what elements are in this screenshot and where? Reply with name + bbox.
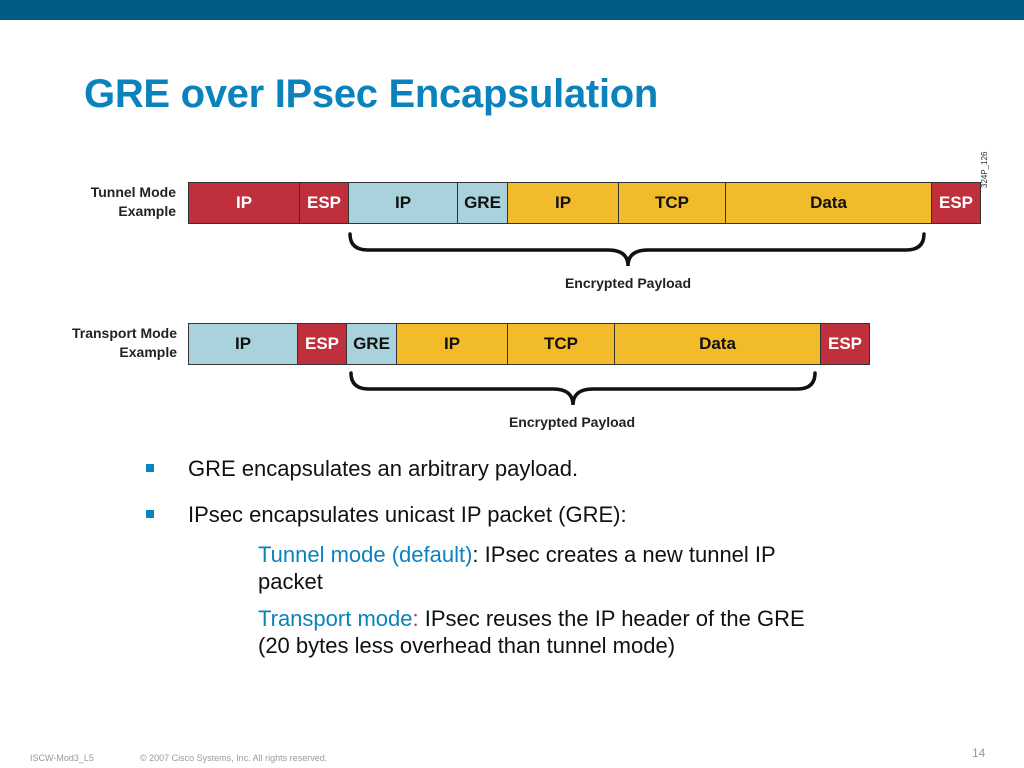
- sub-item-sep: :: [472, 542, 479, 567]
- tunnel-seg-outer-ip: IP: [188, 182, 300, 224]
- tunnel-seg-inner-ip: IP: [507, 182, 619, 224]
- tunnel-seg-esp-trailer: ESP: [931, 182, 981, 224]
- sub-item-transport-mode: Transport mode: IPsec reuses the IP head…: [140, 605, 818, 659]
- sub-item-text: IPsec creates a new tunnel IP packet: [258, 542, 776, 594]
- sub-item-tunnel-mode: Tunnel mode (default): IPsec creates a n…: [140, 541, 818, 595]
- tunnel-seg-esp-header: ESP: [299, 182, 349, 224]
- tunnel-encrypted-payload-label: Encrypted Payload: [564, 275, 692, 291]
- transport-mode-label-line2: Example: [119, 344, 177, 360]
- transport-seg-tcp: TCP: [507, 323, 615, 365]
- bullet-text: IPsec encapsulates unicast IP packet (GR…: [188, 502, 627, 527]
- tunnel-mode-label-line2: Example: [118, 203, 176, 219]
- sub-item-term: Tunnel mode (default): [258, 542, 473, 567]
- tunnel-seg-tunnel-ip: IP: [348, 182, 458, 224]
- transport-encrypted-payload-label: Encrypted Payload: [508, 414, 636, 430]
- bullet-list: GRE encapsulates an arbitrary payload. I…: [140, 455, 960, 675]
- transport-payload-brace: [349, 371, 817, 406]
- transport-seg-inner-ip: IP: [396, 323, 508, 365]
- transport-seg-data: Data: [614, 323, 821, 365]
- tunnel-mode-packet: IP ESP IP GRE IP TCP Data ESP: [188, 182, 981, 224]
- transport-mode-packet: IP ESP GRE IP TCP Data ESP: [188, 323, 870, 365]
- bullet-square-icon: [146, 510, 154, 518]
- bullet-item: IPsec encapsulates unicast IP packet (GR…: [140, 501, 960, 529]
- tunnel-seg-data: Data: [725, 182, 932, 224]
- footer-course: ISCW-Mod3_L5: [30, 753, 94, 763]
- bullet-item: GRE encapsulates an arbitrary payload.: [140, 455, 960, 483]
- transport-seg-ip: IP: [188, 323, 298, 365]
- tunnel-seg-gre: GRE: [457, 182, 508, 224]
- footer-copyright: © 2007 Cisco Systems, Inc. All rights re…: [140, 753, 328, 763]
- sub-item-term: Transport mode: [258, 606, 413, 631]
- tunnel-seg-tcp: TCP: [618, 182, 726, 224]
- figure-id: 324P_126: [980, 151, 989, 188]
- sub-item-sep: :: [412, 606, 419, 631]
- sub-item-text: IPsec reuses the IP header of the GRE (2…: [258, 606, 805, 658]
- tunnel-mode-label-line1: Tunnel Mode: [90, 184, 176, 200]
- bullet-square-icon: [146, 464, 154, 472]
- transport-seg-gre: GRE: [346, 323, 397, 365]
- page-number: 14: [972, 746, 986, 760]
- transport-mode-label: Transport Mode Example: [7, 324, 177, 362]
- slide-title: GRE over IPsec Encapsulation: [84, 72, 659, 116]
- transport-seg-esp-trailer: ESP: [820, 323, 870, 365]
- transport-mode-label-line1: Transport Mode: [71, 325, 177, 341]
- bullet-text: GRE encapsulates an arbitrary payload.: [188, 456, 579, 481]
- tunnel-mode-label: Tunnel Mode Example: [6, 183, 176, 221]
- tunnel-payload-brace: [348, 232, 926, 267]
- transport-seg-esp-header: ESP: [297, 323, 347, 365]
- top-bar: [0, 0, 1024, 20]
